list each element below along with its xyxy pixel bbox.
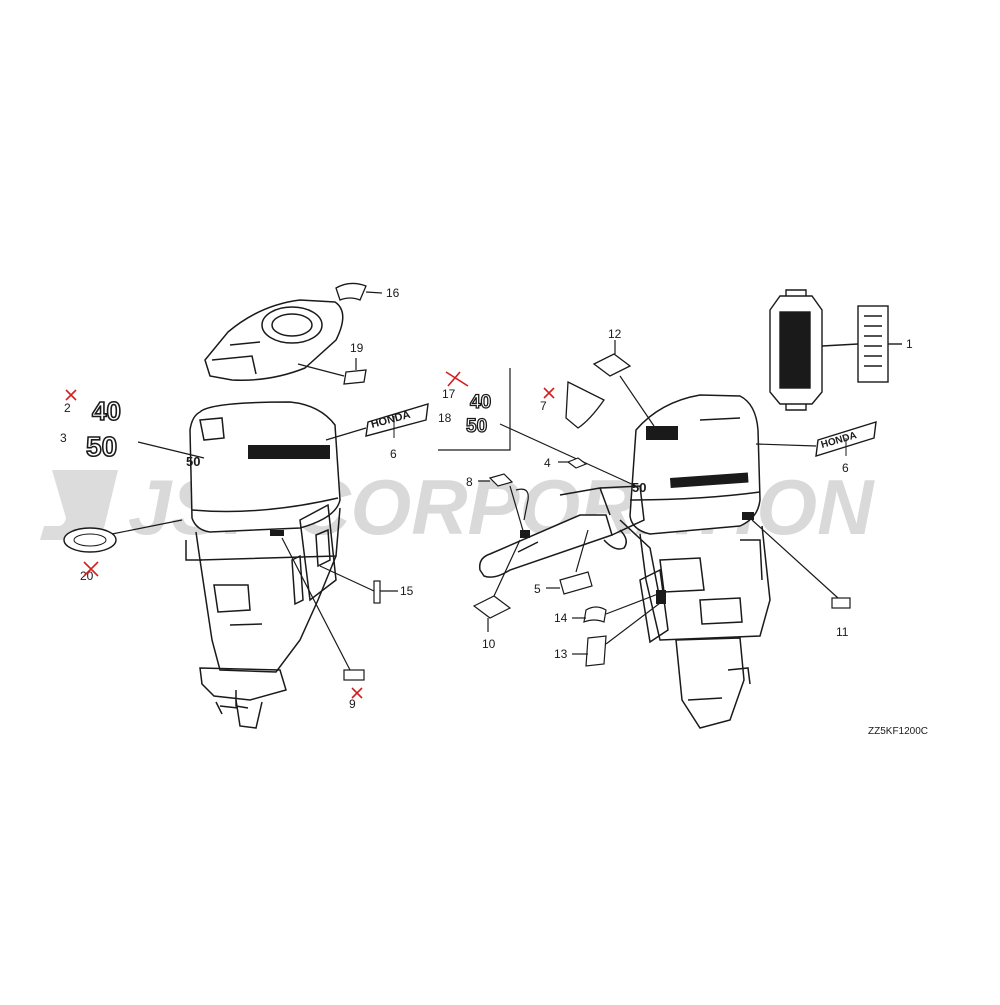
callout-3: 3 xyxy=(60,431,67,445)
badge-50: 50 xyxy=(86,431,117,462)
callout-1: 1 xyxy=(906,337,913,351)
callout-4: 4 xyxy=(544,456,551,470)
callout-9: 9 xyxy=(349,697,356,711)
badge-40: 40 xyxy=(92,396,121,426)
badge-50-small: 50 xyxy=(466,416,487,437)
cowl-top-sticker xyxy=(646,426,678,440)
sticker-10 xyxy=(472,595,512,619)
plate-20 xyxy=(63,527,117,553)
callout-10: 10 xyxy=(482,637,496,651)
badge-40-small: 40 xyxy=(470,392,491,413)
callout-7: 7 xyxy=(540,399,547,413)
callout-19: 19 xyxy=(350,341,364,355)
callout-18: 18 xyxy=(438,411,452,425)
callout-11: 11 xyxy=(836,625,849,639)
sticker-9 xyxy=(343,669,365,681)
callout-8: 8 xyxy=(466,475,473,489)
top-cover xyxy=(204,299,344,381)
sticker-5 xyxy=(559,571,593,595)
right-outboard xyxy=(478,394,771,729)
sticker-11 xyxy=(831,597,851,609)
sticker-14 xyxy=(583,606,607,623)
callout-17: 17 xyxy=(442,387,456,401)
left-outboard xyxy=(185,401,341,729)
callout-20: 20 xyxy=(80,569,94,583)
callout-15: 15 xyxy=(400,584,414,598)
discontinued-marks xyxy=(65,371,555,699)
cowl-model-text-right: 50 xyxy=(632,480,646,495)
sticker-19 xyxy=(343,369,367,385)
callout-6-left: 6 xyxy=(390,447,397,461)
cowl-stripe xyxy=(248,445,330,459)
callout-14: 14 xyxy=(554,611,568,625)
sticker-4 xyxy=(566,457,588,469)
sticker-16 xyxy=(335,282,367,301)
bracket-line xyxy=(438,368,511,451)
diagram-code: ZZ5KF1200C xyxy=(868,726,928,737)
callout-6-right: 6 xyxy=(842,461,849,475)
cowl-stripe-right xyxy=(670,472,749,488)
sticker-12 xyxy=(592,353,632,377)
callouts: 1 2 3 4 5 6 6 7 8 9 10 11 12 13 14 15 16… xyxy=(60,286,913,711)
sticker-7 xyxy=(565,380,605,429)
sticker-8 xyxy=(488,473,514,487)
callout-2: 2 xyxy=(64,401,71,415)
sticker-1 xyxy=(769,289,902,411)
callout-16: 16 xyxy=(386,286,400,300)
sticker-13 xyxy=(585,635,607,667)
cowl-model-text-left: 50 xyxy=(186,454,200,469)
callout-13: 13 xyxy=(554,647,568,661)
brand-emblem-left: HONDA xyxy=(365,403,429,437)
sticker-15 xyxy=(373,580,381,604)
callout-12: 12 xyxy=(608,327,622,341)
callout-5: 5 xyxy=(534,582,541,596)
